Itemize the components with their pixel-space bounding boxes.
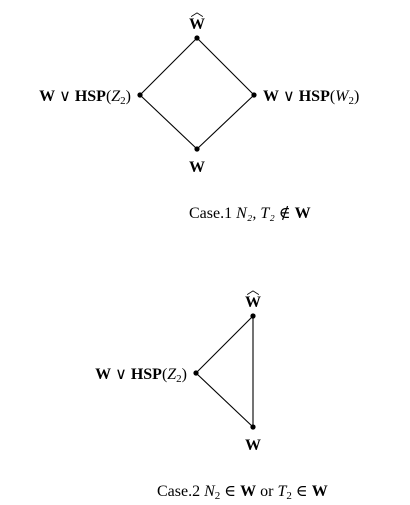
node-top-label: W — [245, 294, 261, 311]
edge-right-bottom — [196, 94, 255, 150]
edge-top-left — [139, 37, 198, 96]
diagram-case-1: ︿ W W ∨ HSP(Z2) W ∨ HSP(W2) W Case.1 N₂,… — [39, 4, 359, 222]
edge-top-right — [196, 37, 255, 96]
node-top-hat: ︿ — [246, 282, 259, 297]
diagram-case-2: ︿ W W ∨ HSP(Z2) W Case.2 N2 ∈ W or T2 ∈ … — [95, 282, 328, 502]
node-left-dot — [137, 92, 143, 98]
node-right-label: W ∨ HSP(W2) — [263, 88, 359, 107]
node-bottom-label: W — [245, 437, 261, 454]
node-left-dot — [193, 370, 199, 376]
node-top-hat: ︿ — [190, 4, 203, 19]
node-bottom-dot — [250, 424, 256, 430]
node-right-dot — [251, 92, 257, 98]
edge-left-bottom — [139, 94, 198, 150]
node-bottom-label: W — [189, 159, 205, 176]
node-bottom-dot — [194, 146, 200, 152]
caption-case-2: Case.2 N2 ∈ W or T2 ∈ W — [157, 483, 328, 502]
caption-case-1: Case.1 N₂, T₂ ∉ W — [189, 205, 311, 222]
edge-left-bottom — [195, 372, 254, 428]
node-top-dot — [194, 35, 200, 41]
node-top-dot — [250, 313, 256, 319]
edge-top-left — [195, 315, 254, 374]
node-left-label: W ∨ HSP(Z2) — [95, 366, 187, 385]
node-top-label: W — [189, 16, 205, 33]
node-left-label: W ∨ HSP(Z2) — [39, 88, 131, 107]
